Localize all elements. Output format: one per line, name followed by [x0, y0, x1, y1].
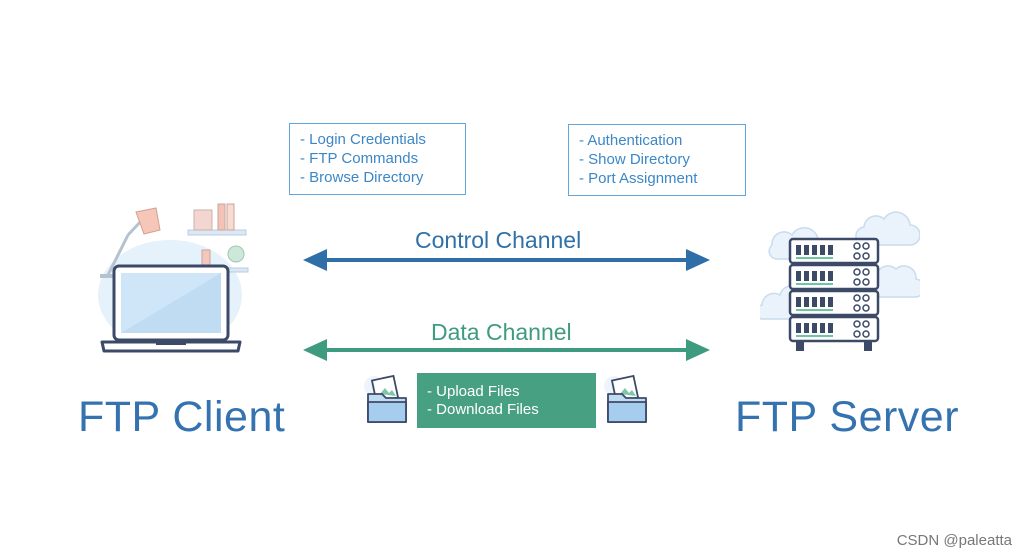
- laptop-icon: [98, 203, 249, 353]
- client-info-line: - Browse Directory: [300, 169, 424, 186]
- server-rack-icon: [760, 211, 920, 351]
- files-line: - Download Files: [427, 401, 539, 418]
- watermark: CSDN @paleatta: [896, 532, 1012, 549]
- client-info-box: - Login Credentials - FTP Commands - Bro…: [289, 123, 466, 195]
- server-info-line: - Show Directory: [579, 151, 690, 168]
- data-channel-label: Data Channel: [431, 319, 572, 345]
- control-channel-label: Control Channel: [415, 227, 582, 253]
- ftp-client-label: FTP Client: [78, 393, 286, 441]
- files-box: - Upload Files - Download Files: [417, 373, 596, 428]
- cloud-icon: [760, 211, 920, 320]
- server-info-line: - Port Assignment: [579, 170, 698, 187]
- files-line: - Upload Files: [427, 383, 520, 400]
- client-info-line: - Login Credentials: [300, 131, 426, 148]
- server-info-line: - Authentication: [579, 132, 683, 149]
- data-channel-arrow: [303, 339, 710, 361]
- ftp-server-label: FTP Server: [735, 393, 960, 441]
- folder-icon: [364, 374, 407, 423]
- client-info-line: - FTP Commands: [300, 150, 419, 167]
- folder-icon: [604, 374, 647, 423]
- control-channel-arrow: [303, 249, 710, 271]
- server-info-box: - Authentication - Show Directory - Port…: [568, 124, 746, 196]
